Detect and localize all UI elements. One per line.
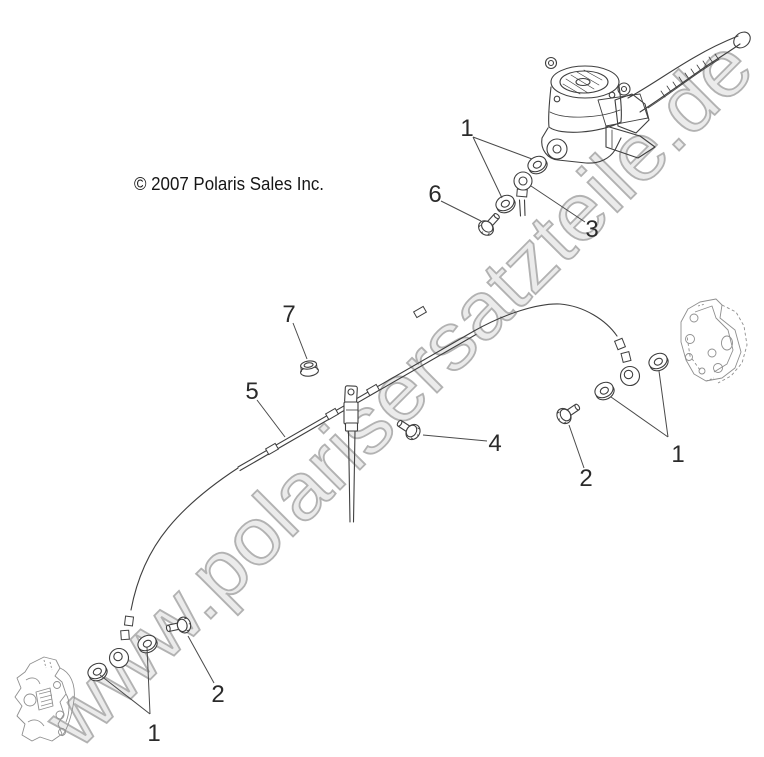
callout-1-top: 1 bbox=[460, 115, 473, 142]
lever-grip-texture bbox=[660, 53, 720, 98]
leader-3 bbox=[530, 185, 586, 223]
callout-1-right: 1 bbox=[671, 441, 684, 468]
leader-1-bottom bbox=[99, 646, 151, 715]
copyright-notice: © 2007 Polaris Sales Inc. bbox=[134, 174, 324, 194]
mc-hose-stub bbox=[518, 199, 522, 217]
leader-1-right bbox=[610, 370, 669, 438]
hardware bbox=[84, 152, 672, 685]
watermark: www.polarisersatzteile.de bbox=[26, 21, 764, 757]
brake-lever bbox=[627, 35, 739, 99]
leader-2-right bbox=[568, 424, 585, 469]
callout-2-bottom: 2 bbox=[211, 681, 224, 708]
callout-numbers: 1 6 3 7 5 4 2 1 2 1 bbox=[147, 115, 684, 747]
leader-4 bbox=[422, 434, 488, 442]
leader-7 bbox=[292, 322, 308, 360]
upper-hose-curve bbox=[473, 303, 618, 337]
watermark-text: www.polarisersatzteile.de bbox=[27, 21, 764, 757]
callout-4: 4 bbox=[488, 430, 501, 457]
washer-top-b bbox=[492, 191, 519, 217]
callout-6: 6 bbox=[428, 181, 441, 208]
right-banjo-fitting bbox=[619, 365, 641, 387]
leader-1-top bbox=[472, 136, 533, 199]
banjo-fittings bbox=[108, 171, 641, 669]
master-cylinder-drawing bbox=[541, 31, 751, 164]
line-ferrules bbox=[120, 188, 632, 641]
callout-7: 7 bbox=[282, 301, 295, 328]
callout-leader-lines bbox=[99, 136, 669, 715]
tee-down-hose bbox=[347, 430, 351, 523]
mc-banjo-fitting bbox=[513, 171, 533, 191]
callout-2-right: 2 bbox=[579, 465, 592, 492]
washer-right-b bbox=[591, 378, 618, 404]
leader-6 bbox=[440, 200, 482, 222]
right-caliper-bracket-drawing bbox=[680, 298, 748, 384]
leader-5 bbox=[256, 399, 286, 438]
callout-1-bottom: 1 bbox=[147, 720, 160, 747]
left-hose-curve bbox=[130, 467, 239, 611]
callout-5: 5 bbox=[245, 378, 258, 405]
callout-3: 3 bbox=[585, 216, 598, 243]
washer-top-a bbox=[524, 152, 551, 178]
banjo-bolt-2-right bbox=[553, 398, 584, 428]
leader-2-bottom bbox=[187, 635, 215, 684]
tee-fitting bbox=[343, 385, 359, 432]
washer-right-a bbox=[645, 349, 672, 375]
flange-nut-7 bbox=[300, 360, 319, 377]
left-caliper-drawing bbox=[14, 656, 75, 742]
left-banjo-fitting bbox=[108, 647, 130, 669]
reservoir-cap bbox=[550, 65, 620, 99]
